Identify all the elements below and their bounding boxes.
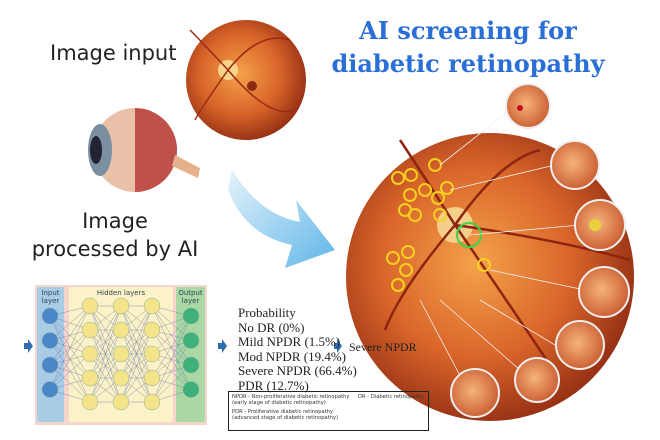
lesion-thumbnails xyxy=(450,83,630,418)
nn-connection xyxy=(120,305,153,379)
nn-connection xyxy=(89,305,122,403)
nn-connection xyxy=(49,353,91,390)
hidden-layers-label: Hidden layers xyxy=(96,289,146,297)
nn-connection xyxy=(151,305,192,341)
nn-node xyxy=(41,307,59,325)
page-title: AI screening for diabetic retinopathy xyxy=(318,14,618,80)
output-layer-label: Output layer xyxy=(178,289,203,305)
probability-item: PDR (12.7%) xyxy=(238,377,309,393)
image-input-label: Image input xyxy=(50,41,177,65)
nn-node xyxy=(81,345,99,363)
probability-heading: Probability xyxy=(238,305,296,320)
title-line1: AI screening for xyxy=(359,16,577,45)
nn-node xyxy=(143,345,161,363)
nn-node xyxy=(182,356,200,374)
nn-connection xyxy=(49,340,91,379)
probability-item: Mod NPDR (19.4%) xyxy=(238,348,346,364)
probability-item: No DR (0%) xyxy=(238,319,305,335)
nn-node xyxy=(182,332,200,349)
nn-connection xyxy=(49,340,91,403)
nn-node xyxy=(81,321,99,339)
eyeball-icon xyxy=(88,108,200,192)
neural-network xyxy=(35,285,207,425)
nn-connection xyxy=(120,329,153,403)
nn-connection xyxy=(49,305,91,341)
nn-node xyxy=(143,297,161,315)
abbreviation-legend: NPDR - Non-proliferative diabetic retino… xyxy=(228,391,429,431)
nn-connection xyxy=(151,329,192,390)
nn-node xyxy=(112,297,130,315)
nn-connection xyxy=(89,353,122,403)
nn-connection xyxy=(120,353,153,403)
nn-connection xyxy=(120,305,153,403)
nn-node xyxy=(81,393,99,411)
nn-node xyxy=(41,381,59,398)
legend-pdr: PDR - Proliferative diabetic retinopathy… xyxy=(232,409,339,421)
nn-node xyxy=(112,345,130,363)
nn-node xyxy=(143,369,161,387)
nn-connection xyxy=(89,305,122,379)
nn-connection xyxy=(151,305,192,366)
nn-connection xyxy=(49,364,91,403)
legend-npdr: NPDR - Non-proliferative diabetic retino… xyxy=(232,394,350,406)
probability-item: Severe NPDR (66.4%) xyxy=(238,363,357,378)
image-processed-line1: Image xyxy=(82,209,148,233)
nn-connection xyxy=(49,315,91,355)
nn-connection xyxy=(151,329,192,366)
nn-node xyxy=(143,393,161,411)
nn-connection xyxy=(89,329,122,403)
nn-node xyxy=(41,356,59,374)
nn-connection xyxy=(151,364,192,403)
nn-connection xyxy=(120,305,153,355)
image-processed-label: Image processed by AI xyxy=(20,207,210,263)
nn-connection xyxy=(49,315,91,379)
nn-node xyxy=(182,381,200,398)
nn-node xyxy=(81,297,99,315)
result-label: Severe NPDR xyxy=(349,340,417,354)
arrow-to-probability-icon xyxy=(218,339,227,353)
nn-node xyxy=(41,332,59,349)
arrow-to-result-icon xyxy=(334,339,342,353)
process-arrow xyxy=(228,170,335,268)
title-line2: diabetic retinopathy xyxy=(331,49,605,78)
nn-connection xyxy=(49,305,91,390)
nn-connection xyxy=(151,340,192,403)
nn-connection xyxy=(49,329,91,390)
nn-connection xyxy=(151,315,192,355)
fundus-image-input xyxy=(186,20,306,140)
nn-node xyxy=(112,369,130,387)
nn-node xyxy=(143,321,161,339)
image-processed-line2: processed by AI xyxy=(31,237,199,261)
nn-node xyxy=(182,307,200,325)
legend-dr: DR - Diabetic retinopathy xyxy=(358,394,424,400)
nn-node xyxy=(112,321,130,339)
nn-node xyxy=(81,369,99,387)
nn-connection xyxy=(89,305,122,355)
nn-node xyxy=(112,393,130,411)
probability-list: Probability No DR (0%) Mild NPDR (1.5%) … xyxy=(238,305,357,393)
arrow-into-network-icon xyxy=(24,339,33,353)
nn-connection xyxy=(151,353,192,390)
nn-connection xyxy=(151,315,192,379)
probability-item: Mild NPDR (1.5%) xyxy=(238,334,341,349)
nn-connection xyxy=(49,305,91,366)
input-layer-label: Input layer xyxy=(41,289,60,305)
nn-connection xyxy=(151,315,192,403)
